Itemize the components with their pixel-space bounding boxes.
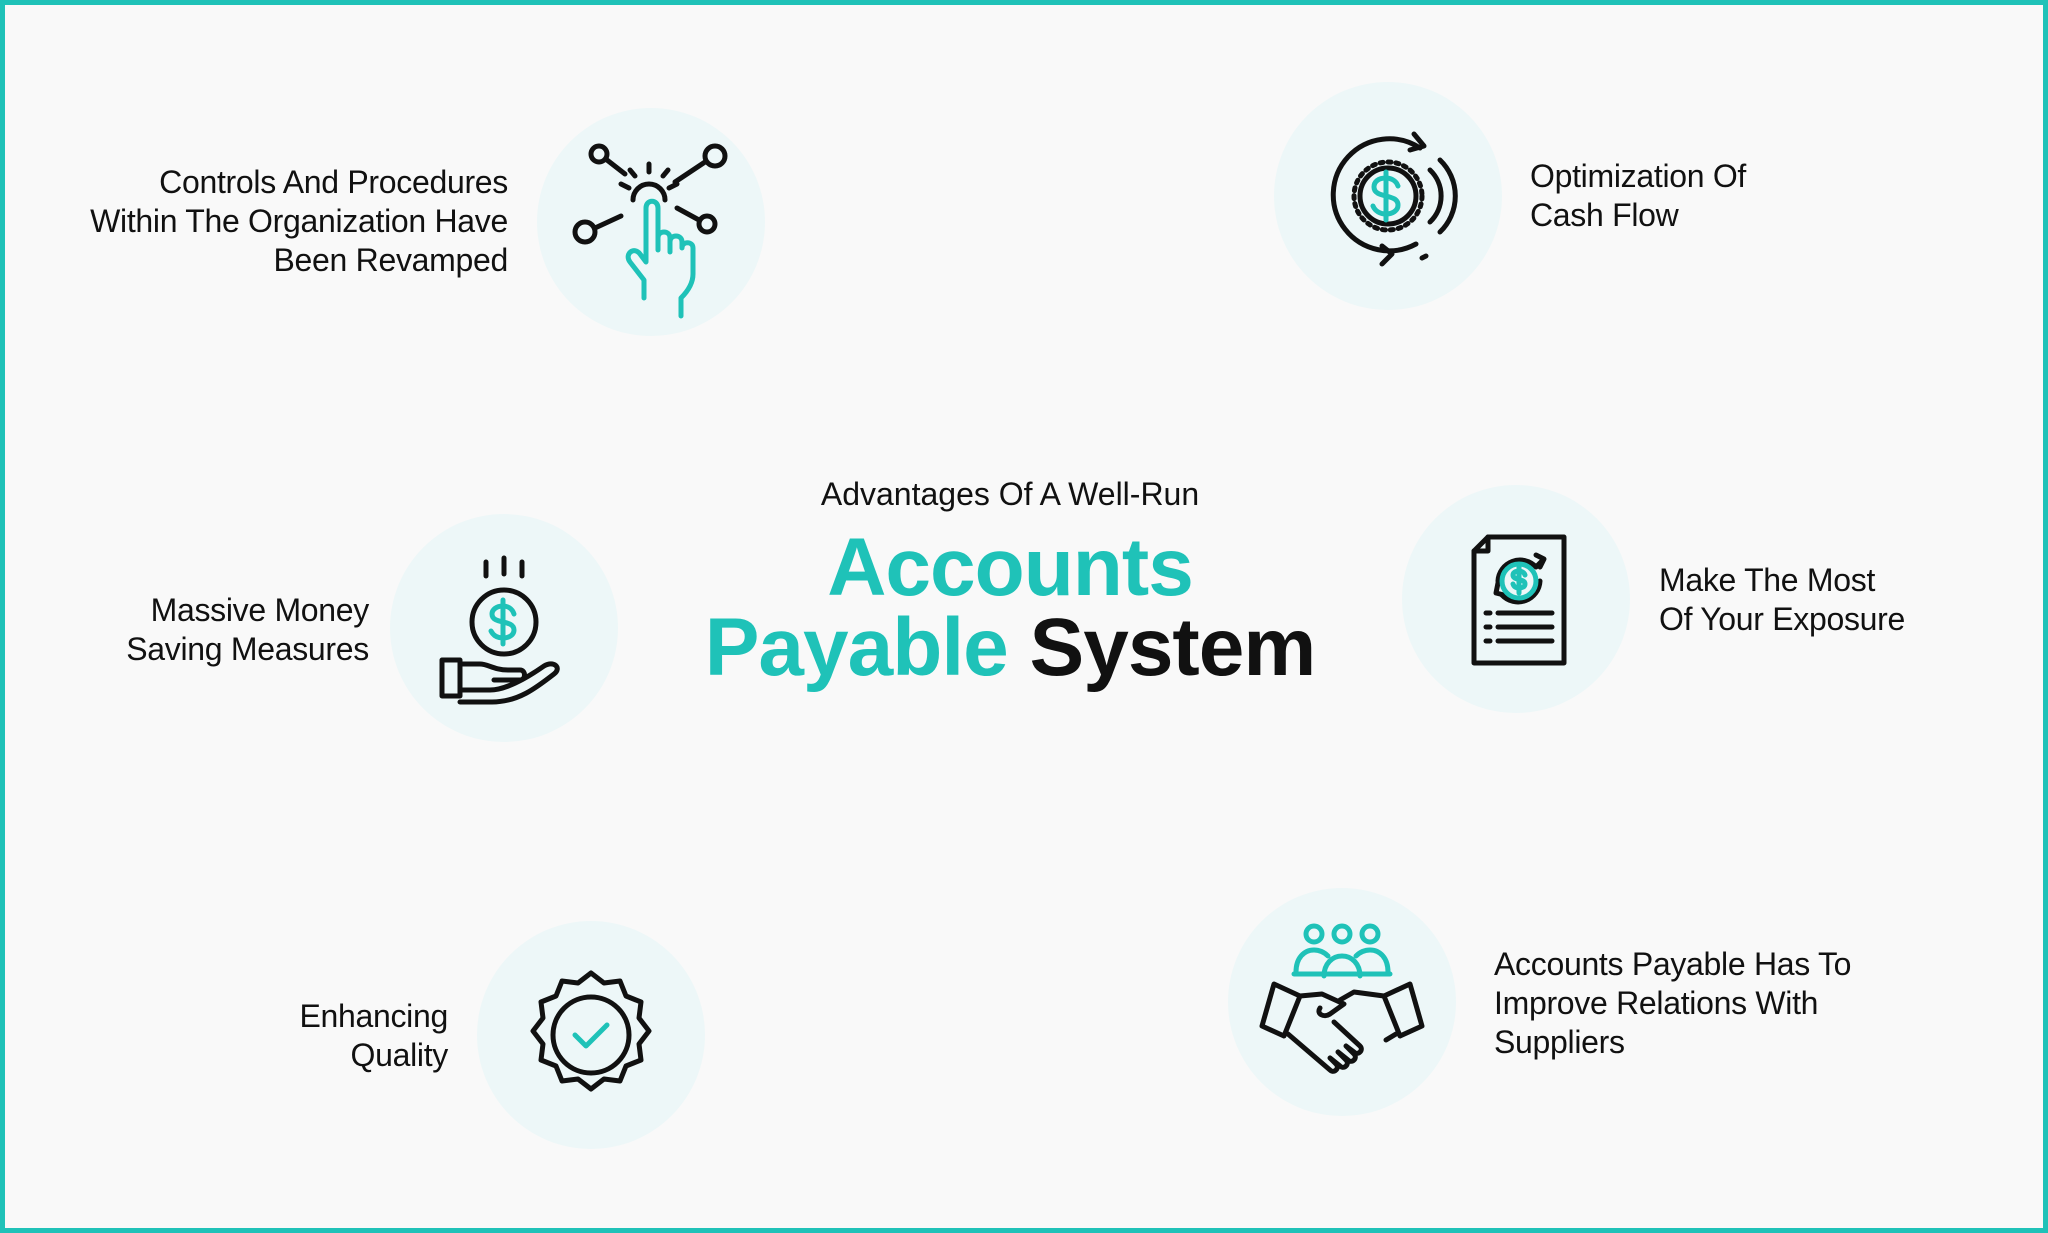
item-label-line: Enhancing — [299, 998, 448, 1034]
item-label-line: Cash Flow — [1530, 197, 1679, 233]
item-label-line: Suppliers — [1494, 1024, 1625, 1060]
item-label-money-saving: Massive Money Saving Measures — [126, 591, 369, 669]
item-label-line: Accounts Payable Has To — [1494, 946, 1852, 982]
item-label-line: Improve Relations With — [1494, 985, 1819, 1021]
item-circle-suppliers — [1228, 888, 1456, 1116]
cash-flow-cycle-icon — [1330, 131, 1458, 267]
item-label-line: Been Revamped — [273, 242, 509, 278]
item-circle-quality — [477, 921, 705, 1149]
item-label-line: Of Your Exposure — [1659, 601, 1906, 637]
title-line-1: Accounts — [827, 522, 1194, 613]
item-circle-controls — [537, 108, 765, 336]
item-label-line: Controls And Procedures — [159, 164, 508, 200]
item-circle-exposure — [1402, 485, 1630, 713]
item-circle-cashflow — [1274, 82, 1502, 310]
network-hand-pointer-icon — [572, 143, 728, 319]
item-circle-money-saving — [390, 514, 618, 742]
item-label-line: Massive Money — [150, 592, 370, 628]
title-line-2: Payable System — [600, 607, 1420, 689]
title-word-system: System — [1029, 602, 1317, 693]
item-label-line: Quality — [350, 1037, 449, 1073]
item-label-cashflow: Optimization Of Cash Flow — [1530, 157, 1746, 235]
item-label-exposure: Make The Most Of Your Exposure — [1659, 561, 1905, 639]
quality-badge-check-icon — [530, 970, 652, 1092]
title-word-payable: Payable — [704, 602, 1009, 693]
item-label-line: Saving Measures — [126, 631, 369, 667]
invoice-document-icon — [1471, 534, 1567, 666]
item-label-quality: Enhancing Quality — [299, 997, 448, 1075]
center-title: Accounts Payable System — [600, 522, 1420, 689]
center-subtitle: Advantages Of A Well-Run — [820, 476, 1200, 512]
item-label-line: Make The Most — [1659, 562, 1876, 598]
item-label-line: Optimization Of — [1530, 158, 1747, 194]
item-label-suppliers: Accounts Payable Has To Improve Relation… — [1494, 945, 1851, 1062]
coin-hand-icon — [439, 555, 560, 705]
item-label-line: Within The Organization Have — [90, 203, 508, 239]
handshake-team-icon — [1259, 923, 1425, 1074]
item-label-controls: Controls And Procedures Within The Organ… — [90, 163, 508, 280]
